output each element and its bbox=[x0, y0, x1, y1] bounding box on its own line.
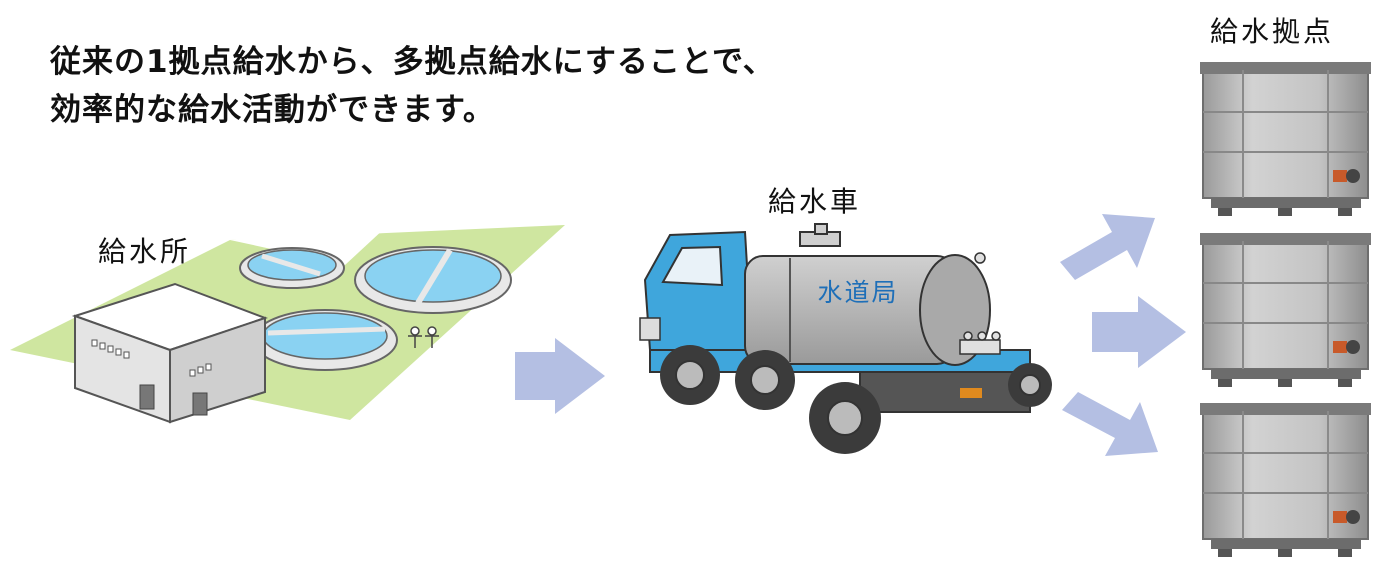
truck-wheels bbox=[660, 345, 1052, 454]
water-truck-illustration: 水道局 bbox=[639, 223, 1052, 454]
headline-line-1: 従来の1拠点給水から、多拠点給水にすることで、 bbox=[50, 44, 775, 80]
water-tank-icon bbox=[1199, 232, 1372, 388]
water-tank-icon bbox=[1199, 402, 1372, 558]
water-tank-icon bbox=[1199, 61, 1372, 217]
arrow-up bbox=[1060, 214, 1155, 280]
arrow-plant-to-truck bbox=[515, 338, 605, 414]
label-water-plant: 給水所 bbox=[98, 235, 192, 268]
arrow-right bbox=[1092, 296, 1186, 368]
arrow-down bbox=[1062, 392, 1158, 456]
headline-line-2: 効率的な給水活動ができます。 bbox=[50, 92, 495, 128]
headline: 従来の1拠点給水から、多拠点給水にすることで、 効率的な給水活動ができます。 bbox=[50, 38, 775, 134]
water-plant-illustration bbox=[10, 225, 565, 424]
truck-tank-label: 水道局 bbox=[817, 278, 898, 307]
arrows-truck-to-points bbox=[1060, 214, 1186, 456]
label-water-truck: 給水車 bbox=[768, 185, 862, 218]
label-water-points: 給水拠点 bbox=[1210, 15, 1335, 48]
people-icon bbox=[408, 326, 439, 348]
